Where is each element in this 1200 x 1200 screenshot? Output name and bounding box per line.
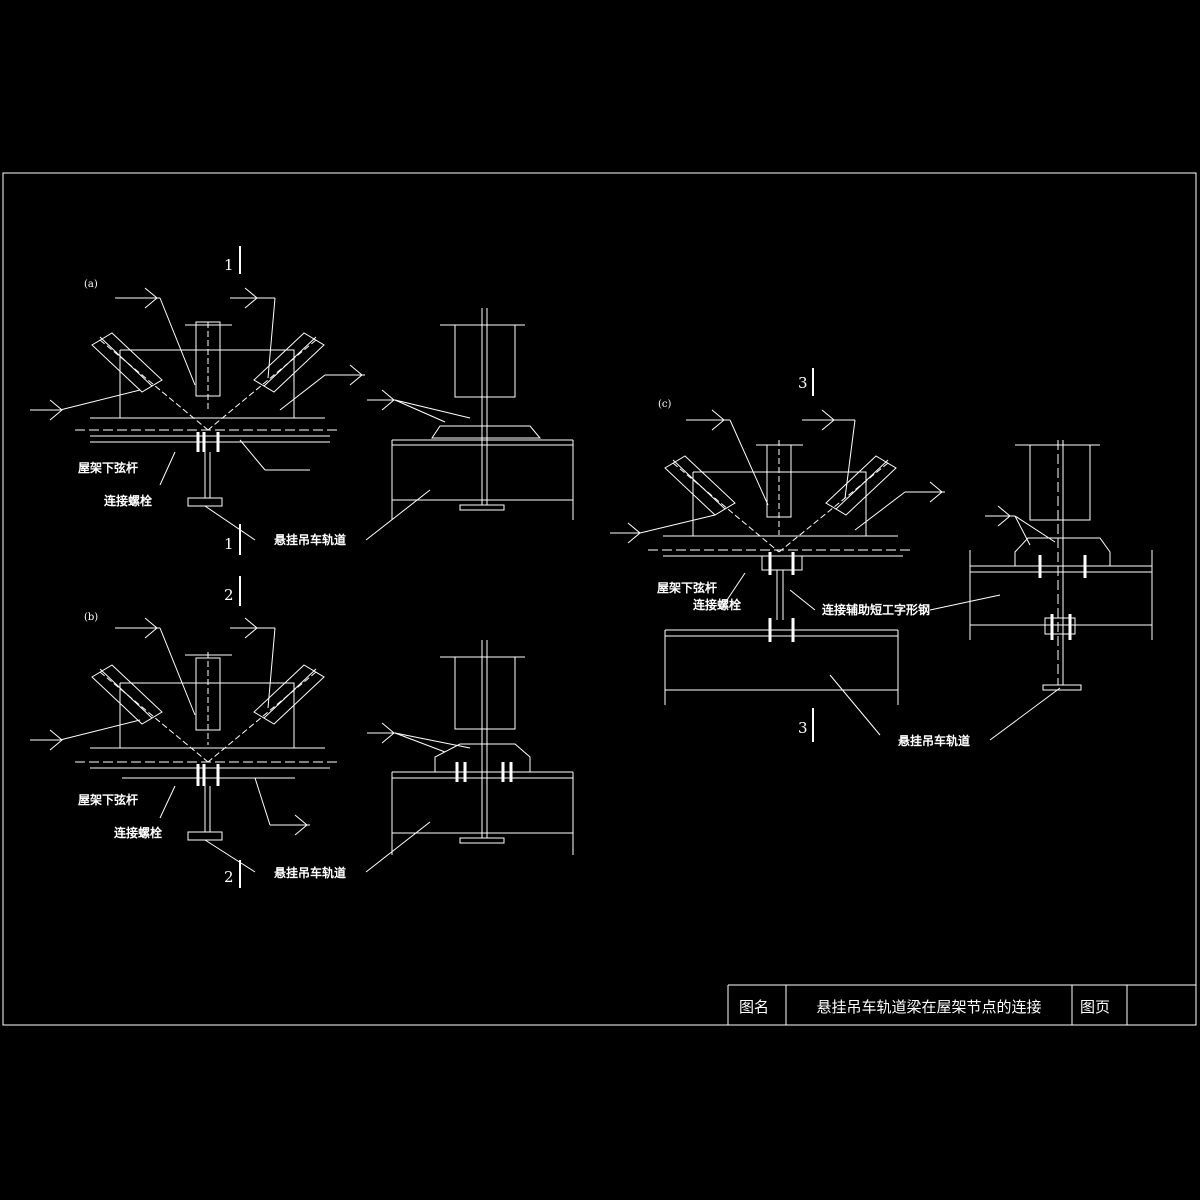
title-block-page-label: 图页 [1080, 998, 1110, 1016]
detail-a-tag: (a) [84, 279, 98, 290]
title-block [727, 984, 1196, 1025]
detail-b-chord-label: 屋架下弦杆 [78, 792, 138, 807]
detail-c-track-label: 悬挂吊车轨道 [897, 733, 970, 748]
detail-c [610, 368, 945, 742]
detail-a-bolt-label: 连接螺栓 [104, 493, 152, 508]
title-block-name-label: 图名 [739, 998, 769, 1016]
section-1-top-label: 1 [224, 256, 234, 274]
detail-c-aux-label: 连接辅助短工字形钢 [822, 602, 930, 617]
section-2-top-label: 2 [224, 586, 234, 604]
section-3-top-label: 3 [798, 374, 808, 392]
detail-c-tag: (c) [658, 399, 672, 410]
detail-c-bolt-label: 连接螺栓 [693, 597, 741, 612]
section-3-3 [929, 440, 1153, 741]
section-3-bottom-label: 3 [798, 719, 808, 737]
section-1-bottom-label: 1 [224, 535, 234, 553]
detail-c-chord-label: 屋架下弦杆 [657, 580, 717, 595]
detail-b-track-label: 悬挂吊车轨道 [273, 865, 346, 880]
detail-a-track-label: 悬挂吊车轨道 [273, 532, 346, 547]
section-2-2 [365, 640, 574, 873]
title-block-title: 悬挂吊车轨道梁在屋架节点的连接 [816, 998, 1041, 1016]
drawing-border [2, 172, 1197, 1026]
detail-b-tag: (b) [84, 612, 98, 623]
detail-b [30, 576, 340, 888]
detail-a-chord-label: 屋架下弦杆 [78, 460, 138, 475]
detail-a [30, 246, 365, 555]
section-1-1 [365, 308, 574, 541]
section-2-bottom-label: 2 [224, 868, 234, 886]
detail-b-bolt-label: 连接螺栓 [114, 825, 162, 840]
